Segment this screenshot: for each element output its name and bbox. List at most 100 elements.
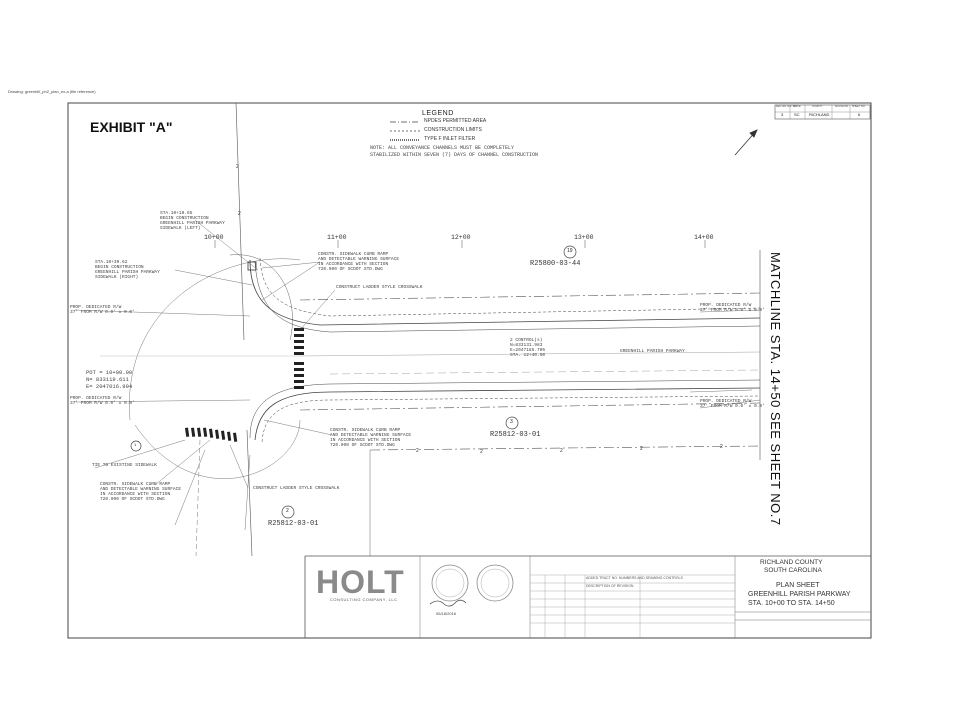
- holt-logo: HOLT: [316, 564, 405, 600]
- callout-sta-left1-d: SIDEWALK (LEFT): [160, 226, 201, 231]
- callout-ramp-top-b: AND DETECTABLE WARNING SURFACE: [318, 257, 400, 262]
- parcel-2-id: R25812-03-01: [268, 520, 319, 528]
- svg-text:2: 2: [416, 448, 419, 454]
- parcel-3-id: R25812-03-01: [490, 431, 541, 439]
- svg-text:2: 2: [238, 211, 241, 217]
- street-label: GREENHILL PARISH PARKWAY: [620, 349, 685, 354]
- pot-station: POT = 10+00.00: [86, 369, 133, 376]
- callout-ramp-mid-b: AND DETECTABLE WARNING SURFACE: [330, 433, 412, 438]
- file-reference-note: Drawing: greenhill_ph2_plan_ex-a (file r…: [8, 89, 96, 94]
- callout-ramp-bot-c: IN ACCORDANCE WITH SECTION: [100, 492, 171, 497]
- legend-item-inlet-filter: TYPE F INLET FILTER: [424, 136, 476, 142]
- svg-text:2: 2: [480, 449, 483, 455]
- callout-row-left2-b: 37' FROM R/W 0.0' ± 0.0': [70, 401, 135, 406]
- callout-ramp-top-c: IN ACCORDANCE WITH SECTION: [318, 262, 389, 267]
- callout-ramp-bot: CONSTR. SIDEWALK CURB RAMP: [100, 482, 171, 487]
- parcel-19-id: R25800-03-44: [530, 260, 581, 268]
- station-13: 13+00: [574, 234, 594, 241]
- callout-sta-left1-b: BEGIN CONSTRUCTION: [160, 216, 209, 221]
- legend-item-construction-limits: CONSTRUCTION LIMITS: [424, 127, 482, 133]
- seal-left: [431, 564, 469, 602]
- callout-tie-in: TIE TO EXISTING SIDEWALK: [92, 463, 157, 468]
- callout-row-left2: PROP. DEDICATED R/W: [70, 396, 122, 401]
- revision-row-1: ADDED TRACT NO. NUMBERS AND DRAWING CONT…: [586, 576, 683, 580]
- matchline-label: MATCHLINE STA. 14+50 SEE SHEET NO.7: [768, 252, 783, 526]
- roadway: [100, 257, 761, 443]
- sheet-index-h3: ROUTE NO.: [835, 105, 849, 108]
- callout-sta-left2-b: BEGIN CONSTRUCTION: [95, 265, 144, 270]
- svg-text:2: 2: [560, 448, 563, 454]
- station-12: 12+00: [451, 234, 471, 241]
- crosswalk-bottom: [185, 427, 238, 442]
- callout-ramp-mid-d: 720.900 OF SCDOT STD.DWG: [330, 443, 395, 448]
- callout-sta-left1: STA.10+10.65: [160, 211, 193, 216]
- parcel-3-number: 3: [510, 419, 513, 425]
- tb-station-range: STA. 10+00 TO STA. 14+50: [748, 600, 835, 607]
- control-northing: N=833131.983: [510, 343, 543, 348]
- north-arrow: [734, 129, 758, 156]
- sheet-index-h1: STATE: [793, 105, 801, 108]
- station-11: 11+00: [327, 234, 347, 241]
- callout-ramp-bot-d: 720.900 OF SCDOT STD.DWG: [100, 497, 165, 502]
- sheet-index-h2: COUNTY: [812, 105, 823, 108]
- tb-road: GREENHILL PARISH PARKWAY: [748, 591, 851, 598]
- sheet-index-v0: 3: [781, 112, 784, 117]
- pot-easting: E= 2047016.994: [86, 383, 133, 390]
- property-marks: 2 2 2 2 2 2 2: [236, 164, 723, 455]
- control-station: STA. 12+40.50: [510, 353, 546, 358]
- parcel-19-number: 19: [567, 248, 573, 254]
- callout-sta-left2-d: SIDEWALK (RIGHT): [95, 275, 139, 280]
- callout-row-right2-b: 37' FROM R/W 0.0' ± 0.0': [700, 404, 765, 409]
- sheet-index-v1: SC: [794, 112, 800, 117]
- signature-date: 05/18/2016: [436, 611, 457, 616]
- station-10: 10+00: [204, 234, 224, 241]
- parcel-2-number: 2: [286, 508, 289, 514]
- leader-lines: [74, 219, 761, 531]
- control-title: 2 CONTROL(s): [510, 338, 543, 343]
- sheet-index-v4: 6: [858, 112, 861, 117]
- station-14: 14+00: [694, 234, 714, 241]
- callout-row-right1: PROP. DEDICATED R/W: [700, 303, 752, 308]
- legend-title: LEGEND: [422, 110, 454, 117]
- parcel-19-circle: [563, 245, 577, 259]
- holt-logo-subtitle: CONSULTING COMPANY, LLC: [330, 597, 398, 602]
- sheet-index-h4: SHEET NO.: [852, 105, 866, 108]
- pot-northing: N= 833119.611: [86, 376, 129, 383]
- callout-ramp-bot-b: AND DETECTABLE WARNING SURFACE: [100, 487, 182, 492]
- signature: [429, 599, 467, 607]
- exhibit-title: EXHIBIT "A": [90, 119, 173, 135]
- parcel-1-circle: [130, 440, 142, 452]
- svg-text:2: 2: [720, 444, 723, 450]
- svg-text:2: 2: [236, 164, 239, 170]
- revision-grid: [530, 574, 735, 638]
- parcel-2-circle: [281, 505, 295, 519]
- control-easting: E=2047185.705: [510, 348, 546, 353]
- callout-row-left1-b: 37' FROM R/W 0.0' ± 0.0': [70, 310, 135, 315]
- callout-sta-left2: STA.10+39.62: [95, 260, 128, 265]
- svg-text:2: 2: [640, 446, 643, 452]
- station-ticks: [214, 240, 706, 248]
- seal-right: [476, 564, 514, 602]
- callout-ramp-top: CONSTR. SIDEWALK CURB RAMP: [318, 252, 389, 257]
- callout-row-right2: PROP. DEDICATED R/W: [700, 399, 752, 404]
- curb-ramp-top: [247, 261, 257, 271]
- tb-county: RICHLAND COUNTY: [760, 559, 823, 566]
- sheet-index-v2: RICHLAND: [809, 112, 830, 117]
- legend-note-line-1: NOTE: ALL CONVEYANCE CHANNELS MUST BE CO…: [370, 145, 515, 151]
- callout-row-left1: PROP. DEDICATED R/W: [70, 305, 122, 310]
- callout-ladder-top: CONSTRUCT LADDER STYLE CROSSWALK: [336, 285, 423, 290]
- sheet-border: [67, 102, 872, 639]
- callout-ladder-bottom: CONSTRUCT LADDER STYLE CROSSWALK: [253, 486, 340, 491]
- callout-ramp-mid-c: IN ACCORDANCE WITH SECTION: [330, 438, 401, 443]
- parcel-3-circle: [505, 416, 519, 430]
- callout-ramp-top-d: 720.900 OF SCDOT STD.DWG: [318, 267, 383, 272]
- legend-item-npdes: NPDES PERMITTED AREA: [424, 118, 487, 124]
- tb-sheet-type: PLAN SHEET: [776, 582, 820, 589]
- callout-ramp-mid: CONSTR. SIDEWALK CURB RAMP: [330, 428, 401, 433]
- callout-sta-left2-c: GREENHILL PARISH PARKWAY: [95, 270, 160, 275]
- parcel-1-number: 1: [134, 442, 137, 447]
- sheet-index-h0: FED. RD. DIV. NO.: [776, 105, 798, 108]
- callout-sta-left1-c: GREENHILL PARISH PARKWAY: [160, 221, 225, 226]
- construction-limits: [299, 292, 761, 451]
